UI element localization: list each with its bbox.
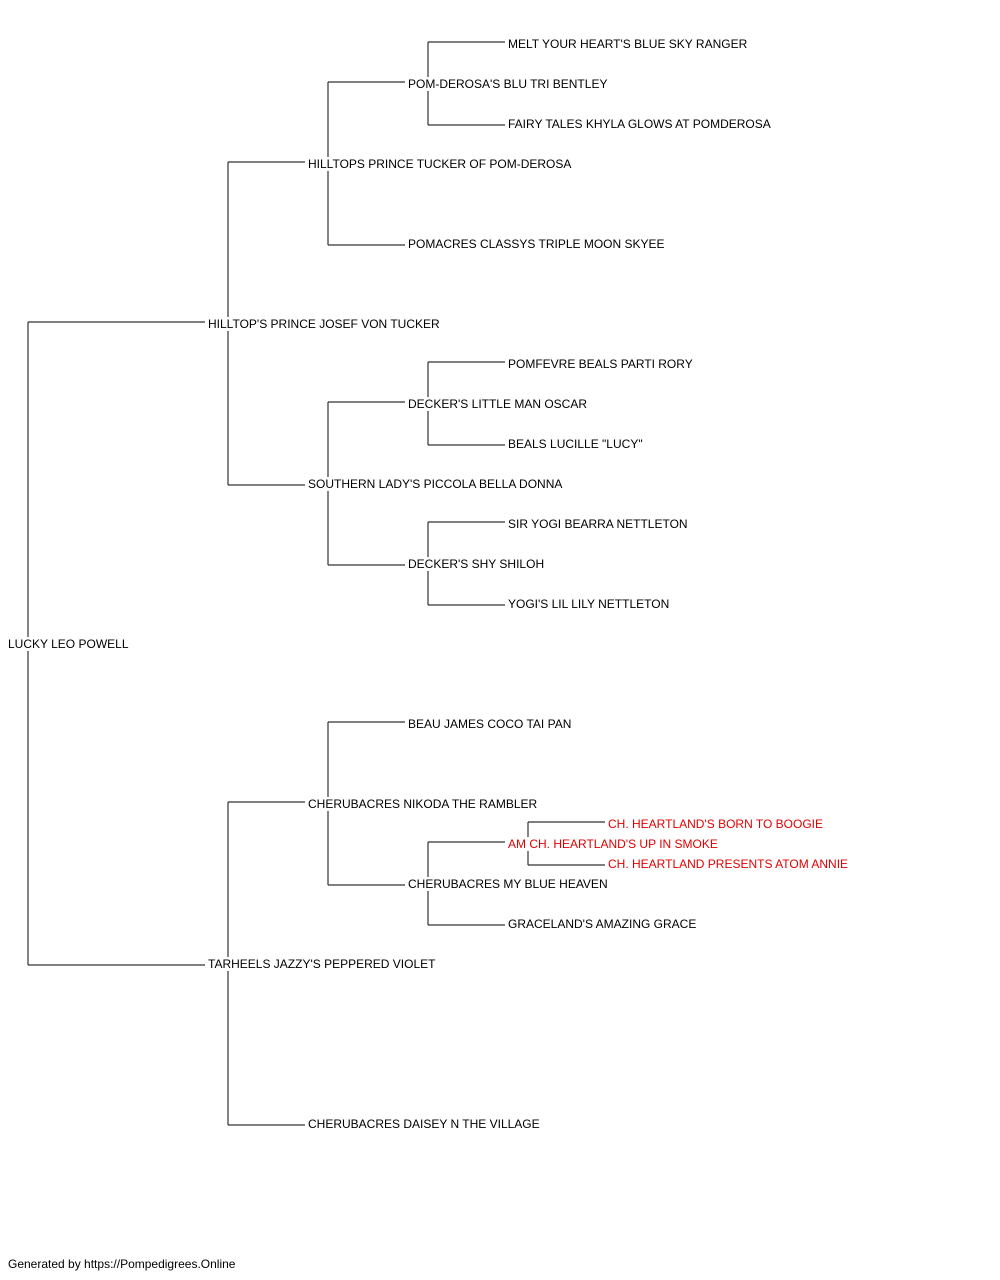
dog-dam-sire-sire[interactable]: BEAU JAMES COCO TAI PAN (407, 717, 573, 731)
dog-sire-dam-dam[interactable]: DECKER'S SHY SHILOH (407, 557, 546, 571)
dog-dam-sire-dam[interactable]: CHERUBACRES MY BLUE HEAVEN (407, 877, 609, 891)
dog-sire-sire-sire[interactable]: POM-DEROSA'S BLU TRI BENTLEY (407, 77, 609, 91)
dog-sire-dam-dam-dam[interactable]: YOGI'S LIL LILY NETTLETON (507, 597, 671, 611)
dog-sire-dam-sire-dam[interactable]: BEALS LUCILLE "LUCY" (507, 437, 644, 451)
dog-dam-sire-dam-sire-dam[interactable]: CH. HEARTLAND PRESENTS ATOM ANNIE (607, 857, 850, 871)
dog-sire-dam-sire-sire[interactable]: POMFEVRE BEALS PARTI RORY (507, 357, 694, 371)
dog-sire-dam[interactable]: SOUTHERN LADY'S PICCOLA BELLA DONNA (307, 477, 564, 491)
dog-sire[interactable]: HILLTOP'S PRINCE JOSEF VON TUCKER (207, 317, 441, 331)
dog-dam-sire-dam-sire[interactable]: AM CH. HEARTLAND'S UP IN SMOKE (507, 837, 719, 851)
dog-dam[interactable]: TARHEELS JAZZY'S PEPPERED VIOLET (207, 957, 437, 971)
dog-dam-dam[interactable]: CHERUBACRES DAISEY N THE VILLAGE (307, 1117, 541, 1131)
dog-sire-sire-sire-dam[interactable]: FAIRY TALES KHYLA GLOWS AT POMDEROSA (507, 117, 772, 131)
dog-sire-sire[interactable]: HILLTOPS PRINCE TUCKER OF POM-DEROSA (307, 157, 573, 171)
dog-dam-sire[interactable]: CHERUBACRES NIKODA THE RAMBLER (307, 797, 539, 811)
dog-sire-dam-sire[interactable]: DECKER'S LITTLE MAN OSCAR (407, 397, 588, 411)
dog-dam-sire-dam-dam[interactable]: GRACELAND'S AMAZING GRACE (507, 917, 698, 931)
dog-sire-sire-dam[interactable]: POMACRES CLASSYS TRIPLE MOON SKYEE (407, 237, 666, 251)
dog-subject[interactable]: LUCKY LEO POWELL (7, 637, 130, 651)
generated-by-footer: Generated by https://Pompedigrees.Online (8, 1257, 236, 1271)
dog-dam-sire-dam-sire-sire[interactable]: CH. HEARTLAND'S BORN TO BOOGIE (607, 817, 825, 831)
dog-sire-sire-sire-sire[interactable]: MELT YOUR HEART'S BLUE SKY RANGER (507, 37, 749, 51)
dog-sire-dam-dam-sire[interactable]: SIR YOGI BEARRA NETTLETON (507, 517, 689, 531)
